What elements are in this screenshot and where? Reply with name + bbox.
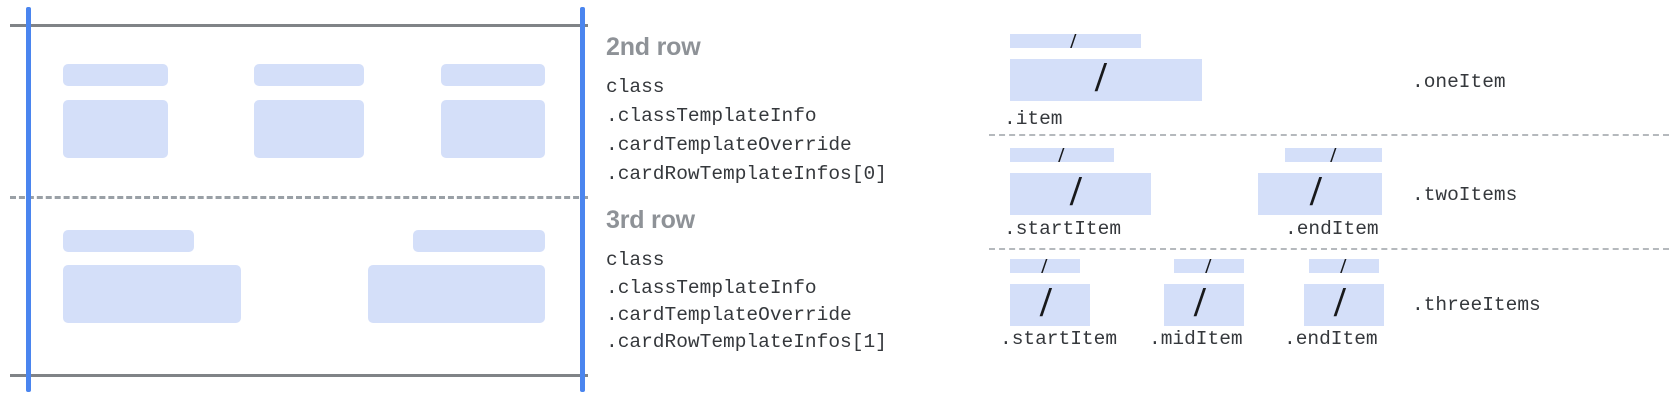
item-slot-label: .endItem bbox=[1284, 328, 1378, 350]
item-placeholder-label: / bbox=[1309, 259, 1379, 273]
row-group-title: 2nd row bbox=[606, 33, 701, 61]
row-divider bbox=[10, 196, 588, 199]
slash-icon: / bbox=[1095, 59, 1107, 101]
variant-divider bbox=[989, 248, 1669, 250]
card-row-layout-preview bbox=[0, 0, 600, 412]
item-placeholder-body: / bbox=[1010, 59, 1202, 101]
placeholder-label bbox=[441, 64, 545, 86]
placeholder-body bbox=[368, 265, 545, 323]
row-variant-diagram: / / .item .oneItem / / .startItem / / .e… bbox=[984, 0, 1676, 412]
row-group-title: 3rd row bbox=[606, 206, 695, 234]
left-margin-guide bbox=[26, 7, 31, 392]
placeholder-body bbox=[441, 100, 545, 158]
placeholder-body bbox=[254, 100, 364, 158]
card-bottom-boundary bbox=[10, 374, 588, 377]
card-top-boundary bbox=[10, 24, 588, 27]
slash-icon: / bbox=[1070, 173, 1082, 215]
placeholder-body bbox=[63, 100, 168, 158]
row-annotation-column: 2nd row class .classTemplateInfo .cardTe… bbox=[604, 0, 984, 412]
item-placeholder-label: / bbox=[1010, 259, 1080, 273]
item-slot-label: .item bbox=[1004, 108, 1063, 130]
item-slot-label: .startItem bbox=[1000, 328, 1118, 350]
item-placeholder-body: / bbox=[1010, 173, 1151, 215]
slash-icon: / bbox=[1310, 173, 1322, 215]
slash-icon: / bbox=[1194, 284, 1206, 326]
item-slot-label: .endItem bbox=[1285, 218, 1379, 240]
placeholder-label bbox=[63, 230, 194, 252]
row-group-path-2: .cardTemplateOverride bbox=[606, 304, 852, 326]
item-placeholder-body: / bbox=[1258, 173, 1382, 215]
item-placeholder-label: / bbox=[1010, 34, 1141, 48]
variant-label: .oneItem bbox=[1412, 71, 1506, 93]
right-margin-guide bbox=[580, 7, 585, 392]
variant-label: .threeItems bbox=[1412, 294, 1541, 316]
variant-divider bbox=[989, 134, 1669, 136]
slash-icon: / bbox=[1058, 148, 1065, 162]
slash-icon: / bbox=[1205, 259, 1212, 273]
placeholder-label bbox=[413, 230, 545, 252]
item-placeholder-label: / bbox=[1174, 259, 1244, 273]
slash-icon: / bbox=[1041, 259, 1048, 273]
slash-icon: / bbox=[1070, 34, 1077, 48]
placeholder-label bbox=[254, 64, 364, 86]
row-group-path-0: class bbox=[606, 76, 665, 98]
item-placeholder-label: / bbox=[1285, 148, 1382, 162]
row-group-path-2: .cardTemplateOverride bbox=[606, 134, 852, 156]
row-group-path-1: .classTemplateInfo bbox=[606, 277, 817, 299]
slash-icon: / bbox=[1330, 148, 1337, 162]
slash-icon: / bbox=[1334, 284, 1346, 326]
row-group-path-1: .classTemplateInfo bbox=[606, 105, 817, 127]
item-slot-label: .startItem bbox=[1004, 218, 1122, 240]
item-placeholder-body: / bbox=[1304, 284, 1384, 326]
placeholder-body bbox=[63, 265, 241, 323]
row-group-path-0: class bbox=[606, 249, 665, 271]
placeholder-label bbox=[63, 64, 168, 86]
slash-icon: / bbox=[1040, 284, 1052, 326]
row-group-path-3: .cardRowTemplateInfos[0] bbox=[606, 163, 887, 185]
row-group-path-3: .cardRowTemplateInfos[1] bbox=[606, 331, 887, 353]
item-placeholder-body: / bbox=[1010, 284, 1090, 326]
item-placeholder-label: / bbox=[1010, 148, 1114, 162]
slash-icon: / bbox=[1340, 259, 1347, 273]
variant-label: .twoItems bbox=[1412, 184, 1518, 206]
item-slot-label: .midItem bbox=[1149, 328, 1243, 350]
item-placeholder-body: / bbox=[1164, 284, 1244, 326]
